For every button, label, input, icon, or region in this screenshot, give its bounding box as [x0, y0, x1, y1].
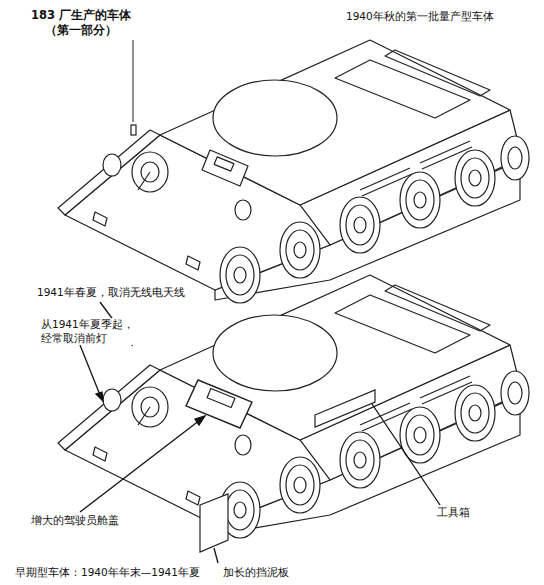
figure-title: 183 厂生产的车体 （第一部分） [22, 8, 140, 38]
callout-note: 1941年春夏，取消无线电天线 [36, 286, 186, 300]
hull-caption: 早期型车体：1940年年末—1941年夏 [14, 566, 201, 580]
hull-caption: 1940年秋的第一批量产型车体 [345, 10, 495, 24]
callout-note: 工具箱 [436, 506, 471, 520]
callout-note: 增大的驾驶员舱盖 [30, 514, 120, 528]
callout-note: 加长的挡泥板 [222, 566, 290, 580]
callout-note: 从1941年夏季起， 经常取消前灯 [40, 318, 142, 345]
